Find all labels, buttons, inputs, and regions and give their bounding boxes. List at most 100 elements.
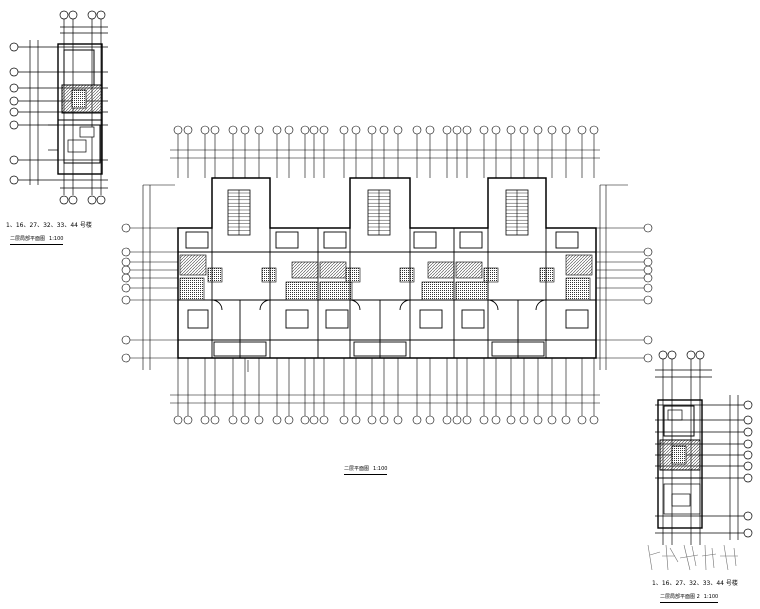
stair-core-2: [367, 189, 391, 236]
axis-bubble: [547, 125, 557, 135]
axis-bubble: [393, 415, 403, 425]
axis-bubble: [452, 415, 462, 425]
axis-bubble: [319, 125, 329, 135]
axis-bubble: [506, 125, 516, 135]
stair-core-1: [227, 189, 251, 236]
axis-bubble: [351, 415, 361, 425]
axis-bubble: [121, 265, 131, 275]
axis-bubble: [643, 265, 653, 275]
axis-bubble: [479, 125, 489, 135]
axis-bubble: [561, 125, 571, 135]
axis-bubble: [506, 415, 516, 425]
axis-bubble: [121, 295, 131, 305]
axis-bubble: [425, 415, 435, 425]
axis-bubble: [121, 283, 131, 293]
axis-bubble: [491, 125, 501, 135]
axis-bubble: [121, 257, 131, 267]
axis-bubble: [284, 125, 294, 135]
interior-walls: [178, 228, 596, 358]
axis-bubble: [121, 273, 131, 283]
axis-bubble: [200, 125, 210, 135]
small-plan-1-scale: 1:100: [49, 236, 64, 242]
axis-bubble: [643, 283, 653, 293]
axis-bubble: [561, 415, 571, 425]
axis-bubble: [533, 415, 543, 425]
axis-bubble: [240, 415, 250, 425]
axis-bubble: [309, 125, 319, 135]
axis-bubble: [379, 415, 389, 425]
axis-bubble: [519, 125, 529, 135]
small-plan-2-scale: 1:100: [703, 594, 719, 600]
axis-bubble: [300, 125, 310, 135]
axis-bubble: [240, 125, 250, 135]
axis-bubble: [228, 125, 238, 135]
watermark: [647, 544, 738, 571]
main-floor-plan: [121, 125, 653, 425]
axis-bubble: [284, 415, 294, 425]
main-plan-title-text: 二层平面图: [344, 466, 370, 472]
axis-bubble: [339, 415, 349, 425]
main-plan-bottom-axis: [173, 358, 599, 425]
small-plan-2-units-label: 1、16、27、32、33、44 号楼: [652, 580, 738, 587]
small-plan-2-right-axis: [655, 395, 753, 540]
axis-bubble: [643, 295, 653, 305]
axis-bubble: [577, 415, 587, 425]
axis-bubble: [173, 125, 183, 135]
axis-bubble: [367, 125, 377, 135]
axis-bubble: [121, 353, 131, 363]
axis-bubble: [442, 125, 452, 135]
axis-bubble: [442, 415, 452, 425]
axis-bubble: [643, 273, 653, 283]
axis-bubble: [462, 415, 472, 425]
axis-bubble: [272, 125, 282, 135]
axis-bubble: [173, 415, 183, 425]
axis-bubble: [319, 415, 329, 425]
axis-bubble: [254, 415, 264, 425]
axis-bubble: [643, 257, 653, 267]
small-plan-2: [655, 350, 753, 545]
axis-bubble: [200, 415, 210, 425]
axis-bubble: [121, 335, 131, 345]
main-plan-left-axis: [121, 223, 178, 363]
axis-bubble: [210, 415, 220, 425]
axis-bubble: [351, 125, 361, 135]
axis-bubble: [183, 125, 193, 135]
main-plan-top-axis: [173, 125, 599, 178]
axis-bubble: [121, 247, 131, 257]
main-plan-right-axis: [596, 223, 653, 363]
axis-bubble: [452, 125, 462, 135]
axis-bubble: [210, 125, 220, 135]
axis-bubble: [183, 415, 193, 425]
axis-bubble: [643, 223, 653, 233]
axis-bubble: [379, 125, 389, 135]
axis-bubble: [425, 125, 435, 135]
axis-bubble: [533, 125, 543, 135]
axis-bubble: [393, 125, 403, 135]
hatched-zones: [179, 254, 593, 301]
axis-bubble: [462, 125, 472, 135]
axis-bubble: [254, 125, 264, 135]
axis-bubble: [272, 415, 282, 425]
axis-bubble: [412, 125, 422, 135]
axis-bubble: [300, 415, 310, 425]
axis-bubble: [643, 247, 653, 257]
axis-bubble: [412, 415, 422, 425]
axis-bubble: [367, 415, 377, 425]
axis-bubble: [309, 415, 319, 425]
axis-bubble: [339, 125, 349, 135]
building-outline: [177, 177, 597, 359]
axis-bubble: [121, 223, 131, 233]
axis-bubble: [547, 415, 557, 425]
small-plan-1-title-text: 二层局部平面图: [10, 236, 46, 242]
axis-bubble: [577, 125, 587, 135]
axis-bubble: [589, 415, 599, 425]
axis-bubble: [589, 125, 599, 135]
stair-core-3: [505, 189, 529, 236]
main-plan-scale: 1:100: [373, 466, 388, 472]
axis-bubble: [519, 415, 529, 425]
small-plan-2-title-text: 二层局部平面图 2: [660, 594, 700, 600]
